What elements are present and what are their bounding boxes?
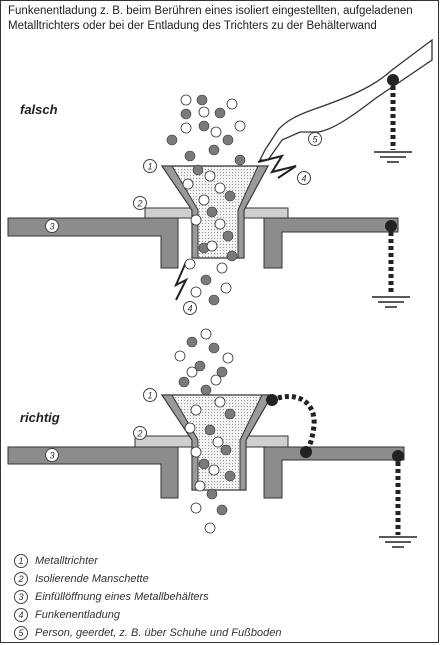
marker-3-bottom: 3 <box>45 448 59 462</box>
label-wrong: falsch <box>20 102 58 117</box>
spark-icon-bottom <box>173 261 189 301</box>
container-wall-bottom-right <box>263 446 405 499</box>
particles-bottom <box>178 336 236 516</box>
particles-plus-bottom <box>174 328 234 534</box>
legend-item: 1 Metalltrichter <box>14 552 281 570</box>
ground-node-person <box>387 74 399 86</box>
funnel-rim-right <box>237 165 269 259</box>
legend: 1 Metalltrichter 2 Isolierende Manschett… <box>14 552 281 642</box>
ground-node-container-top <box>385 220 397 232</box>
spark-icon-hand <box>257 154 297 179</box>
marker-5-top: 5 <box>308 132 322 146</box>
marker-2-top-label: 2 <box>136 199 142 209</box>
container-wall-top <box>7 217 179 269</box>
legend-num-1: 1 <box>14 554 28 568</box>
legend-text-5: Person, geerdet, z. B. über Schuhe und F… <box>35 627 282 639</box>
bonding-strap <box>277 394 317 454</box>
figure-title: Funkenentladung z. B. beim Berühren eine… <box>8 5 413 32</box>
marker-3-top-label: 3 <box>49 222 54 232</box>
legend-num-3: 3 <box>14 590 28 604</box>
marker-2-top: 2 <box>133 196 147 210</box>
marker-5-top-label: 5 <box>312 135 318 145</box>
marker-1-top-label: 1 <box>147 162 152 172</box>
particles-top <box>166 94 246 306</box>
marker-1-bottom-label: 1 <box>147 391 152 401</box>
legend-num-4: 4 <box>14 608 28 622</box>
legend-text-3: Einfüllöffnung eines Metallbehälters <box>35 591 209 603</box>
legend-text-1: Metalltrichter <box>35 555 98 567</box>
marker-1-top: 1 <box>143 159 157 173</box>
ground-node-container-bottom <box>392 450 404 462</box>
label-right: richtig <box>20 410 60 425</box>
marker-4-top-bottom: 4 <box>183 301 197 315</box>
marker-4-top-right: 4 <box>297 171 311 185</box>
legend-item: 2 Isolierende Manschette <box>14 570 281 588</box>
container-wall-top-right <box>263 217 399 269</box>
scene-wrong <box>7 38 433 308</box>
marker-4-top-right-label: 4 <box>301 174 306 184</box>
legend-item: 5 Person, geerdet, z. B. über Schuhe und… <box>14 624 281 642</box>
marker-2-bottom: 2 <box>133 426 147 440</box>
marker-2-bottom-label: 2 <box>136 429 142 439</box>
marker-3-top: 3 <box>45 219 59 233</box>
person-arm-icon <box>258 38 433 161</box>
legend-item: 4 Funkenentladung <box>14 606 281 624</box>
marker-1-bottom: 1 <box>143 388 157 402</box>
container-wall-bottom <box>7 446 179 499</box>
funnel-rim-left <box>161 165 199 259</box>
legend-text-2: Isolierende Manschette <box>35 573 149 585</box>
marker-4-top-bottom-label: 4 <box>187 304 192 314</box>
marker-3-bottom-label: 3 <box>49 451 54 461</box>
legend-num-5: 5 <box>14 626 28 640</box>
legend-item: 3 Einfüllöffnung eines Metallbehälters <box>14 588 281 606</box>
legend-num-2: 2 <box>14 572 28 586</box>
scene-right <box>7 328 417 548</box>
legend-text-4: Funkenentladung <box>35 609 121 621</box>
bonding-node-funnel <box>266 394 278 406</box>
particles-plus-top <box>180 94 246 298</box>
